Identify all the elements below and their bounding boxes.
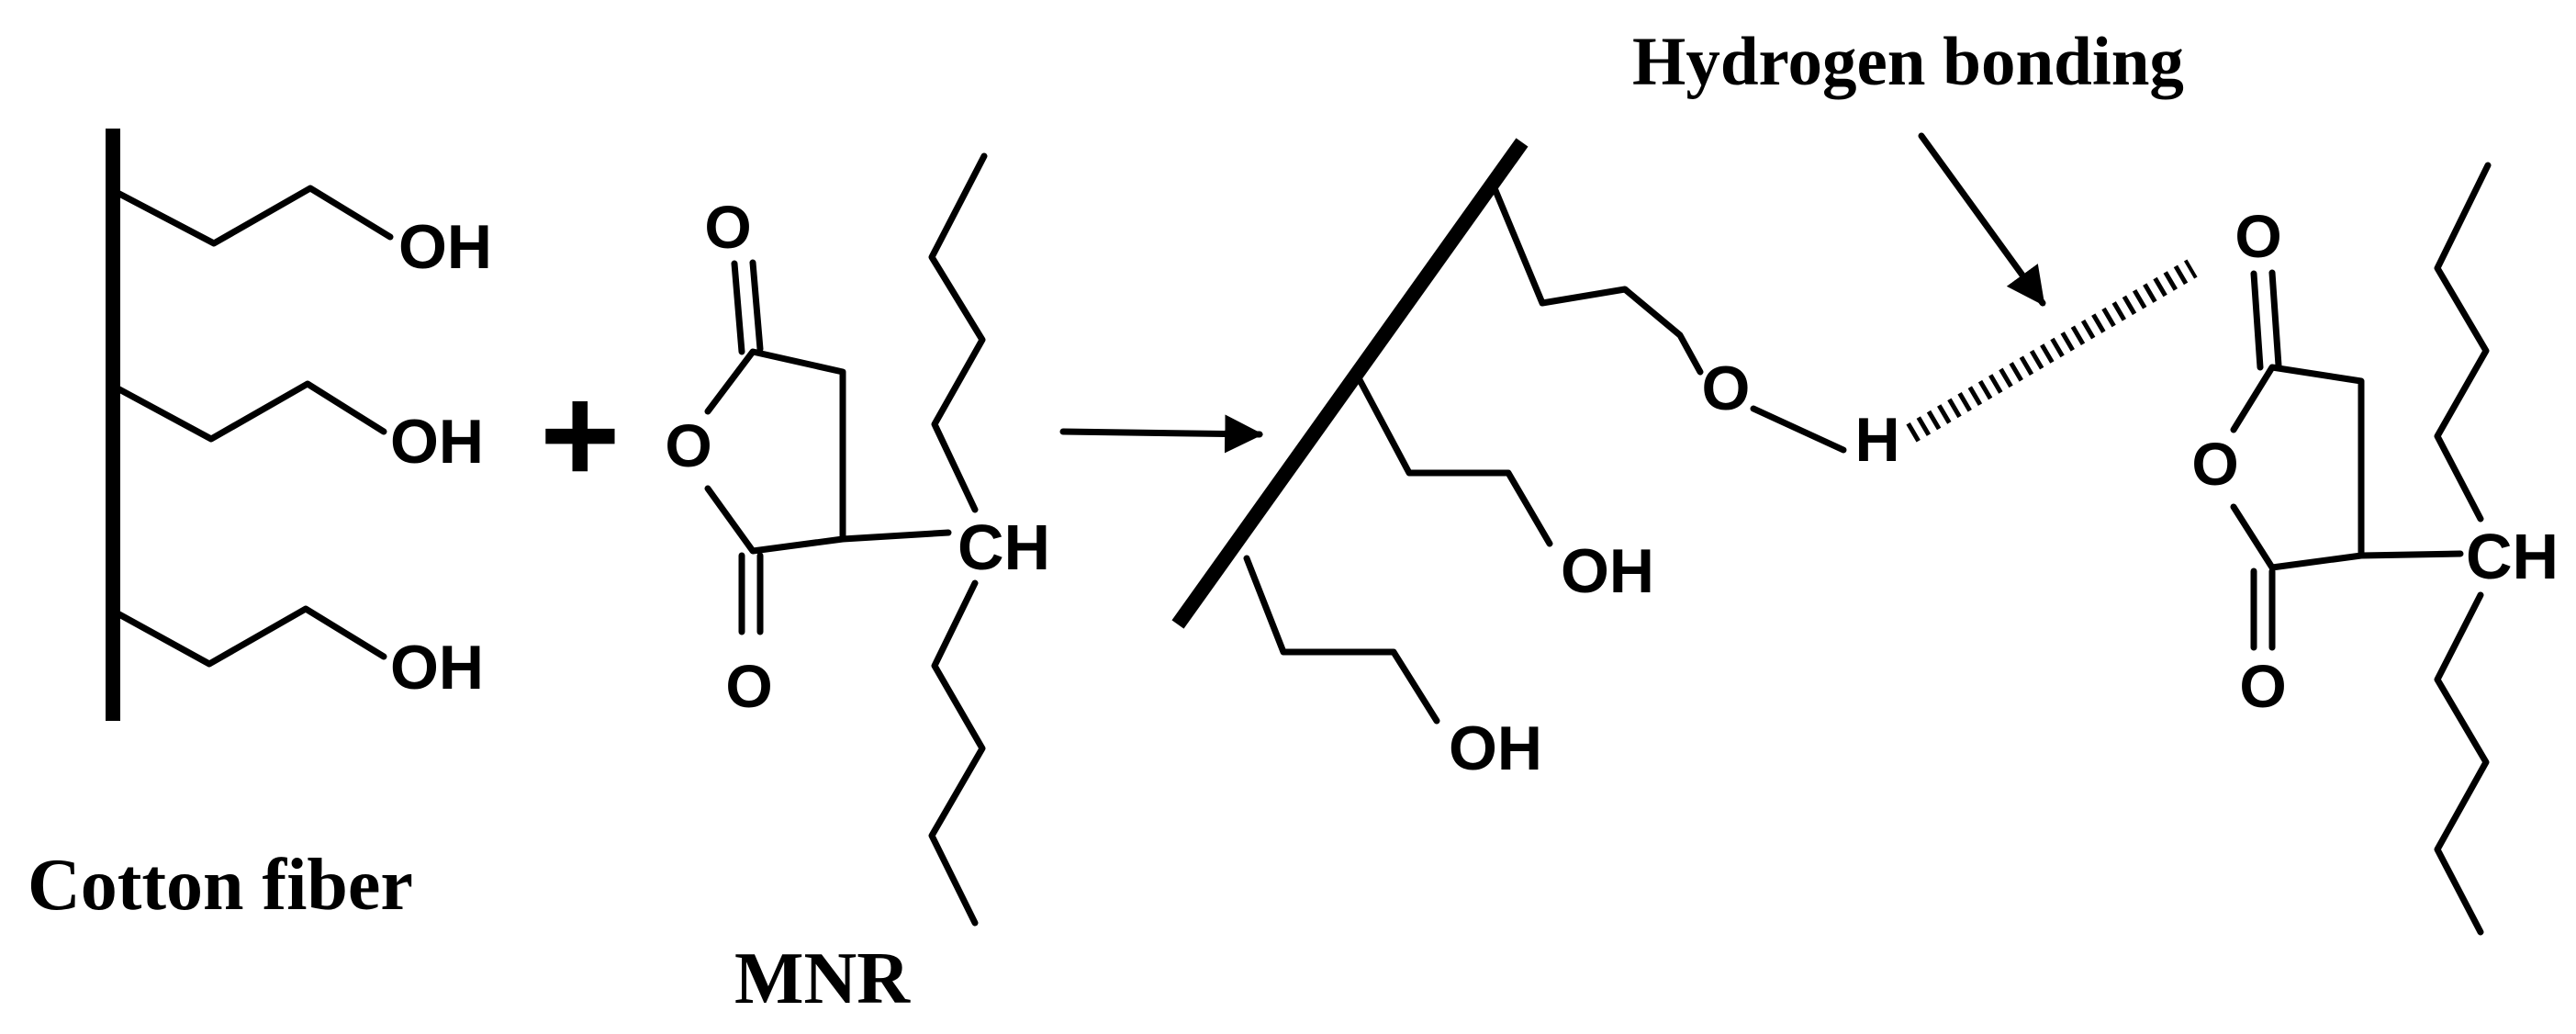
modified-fiber-structure: O H OH OH [1171, 138, 1900, 783]
cotton-fiber-structure: OH OH OH [106, 129, 492, 721]
mnr-ring-to-ch-bond [839, 529, 952, 543]
plus-sign: + [540, 357, 621, 511]
bonded-mnr-anhydride-ring [2230, 364, 2365, 571]
cotton-fiber-side-chain-3 [114, 605, 387, 668]
bonded-mnr-ring-oxygen: O [2191, 430, 2238, 498]
bonded-mnr-carbonyl-oxygen-top: O [2234, 202, 2281, 270]
reaction-arrow [1059, 414, 1264, 454]
hydrogen-bonding-pointer-arrow [1918, 132, 2046, 307]
cotton-fiber-side-chain-2 [114, 380, 387, 443]
modified-fiber-side-chain-1 [1491, 185, 1704, 376]
bonded-mnr-rubber-chain-lower [2434, 591, 2490, 936]
bonded-mnr-structure: O O O CH [2191, 162, 2559, 936]
cotton-hydroxyl-label-2: OH [390, 407, 484, 477]
mnr-carbonyl-oxygen-top: O [704, 193, 751, 261]
bonded-mnr-carbonyl-bond-top-a [2250, 270, 2264, 371]
cotton-hydroxyl-label-1: OH [398, 212, 492, 282]
mnr-ch-label: CH [958, 511, 1050, 583]
modified-fiber-backbone [1171, 138, 1529, 629]
modified-fiber-side-chain-2 [1353, 371, 1553, 547]
mnr-ring-oxygen: O [665, 411, 711, 479]
mnr-carbonyl-bond-top-b [749, 259, 764, 353]
modified-o-h-bond [1750, 405, 1847, 454]
hydrogen-bonding-label: Hydrogen bonding [1632, 24, 2184, 100]
cotton-hydroxyl-label-3: OH [390, 633, 484, 702]
mnr-structure: O O O CH [665, 152, 1050, 927]
mnr-caption: MNR [734, 938, 911, 1019]
mnr-rubber-chain-upper [928, 152, 988, 513]
modified-fiber-side-chain-3 [1243, 555, 1440, 725]
bonded-mnr-rubber-chain-upper [2434, 162, 2492, 523]
mnr-rubber-chain-lower [928, 579, 986, 927]
cotton-fiber-caption: Cotton fiber [28, 845, 413, 926]
bonded-mnr-carbonyl-oxygen-bottom: O [2239, 652, 2286, 720]
mnr-carbonyl-bond-top-a [731, 260, 745, 355]
mnr-carbonyl-oxygen-bottom: O [725, 652, 772, 720]
mnr-anhydride-ring [704, 348, 846, 555]
bonded-mnr-ch-label: CH [2466, 521, 2559, 592]
modified-hydrogen-atom: H [1854, 405, 1899, 475]
modified-hydroxyl-oxygen: O [1702, 354, 1751, 423]
modified-hydroxyl-label-3: OH [1449, 714, 1542, 783]
cotton-fiber-side-chain-1 [114, 185, 394, 247]
bonded-mnr-ring-to-ch-bond [2358, 550, 2464, 559]
modified-hydroxyl-label-2: OH [1561, 536, 1654, 606]
bonded-mnr-carbonyl-bond-top-b [2268, 269, 2282, 369]
hydrogen-bond-dashes [1906, 259, 2198, 443]
